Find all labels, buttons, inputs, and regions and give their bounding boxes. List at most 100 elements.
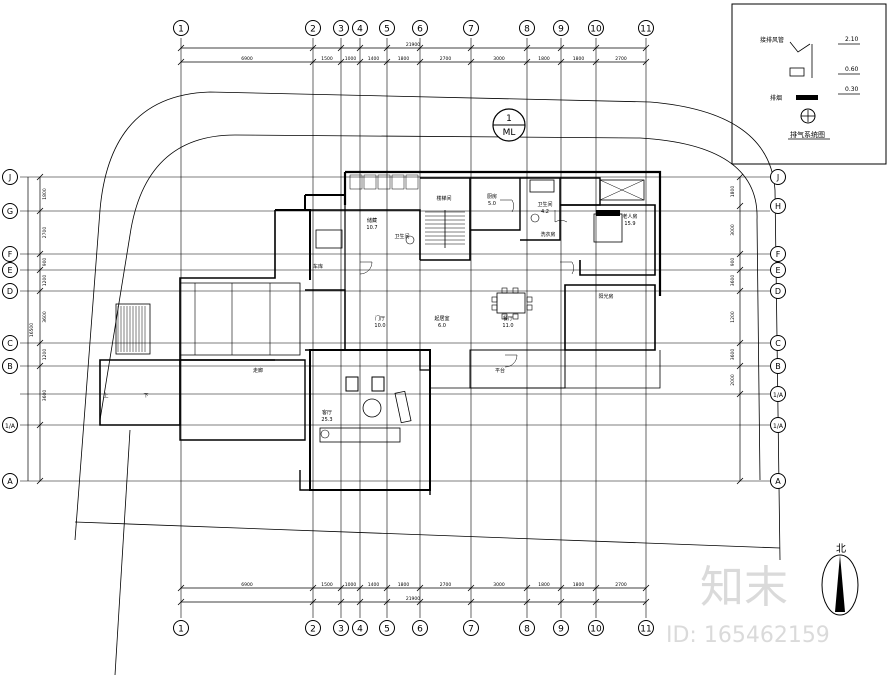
dim-text: 1500 (321, 582, 333, 588)
axis-label-col: 10 (590, 625, 602, 635)
axis-bubble-col (519, 620, 535, 636)
axis-bubble-col (333, 20, 349, 36)
wall (419, 350, 430, 371)
wall (304, 194, 345, 210)
axis-label-row-right: E (775, 266, 780, 275)
dim-tick (523, 44, 531, 52)
north-label: 北 (836, 543, 846, 555)
dim-tick (736, 202, 744, 210)
dim-text-left: 3600 (42, 390, 48, 402)
dim-text: 2700 (615, 56, 627, 62)
axis-label-col: 7 (468, 625, 474, 635)
room-name-up: 上 (103, 392, 108, 399)
door-swing (504, 354, 518, 368)
axis-label-col: 5 (384, 25, 390, 35)
axis-bubble-col (379, 20, 395, 36)
room-name-garage: 车库 (313, 263, 323, 270)
sofa-long (319, 427, 401, 443)
room-name-terrace: 平台 (495, 367, 505, 374)
dim-tick (642, 598, 650, 606)
dining-chair (512, 313, 519, 320)
dim-tick (356, 598, 364, 606)
room-name-entry-stair: 下 (143, 393, 148, 399)
callout-code: ML (503, 128, 516, 138)
room-name-corridor: 走廊 (253, 367, 263, 374)
axis-label-row: D (7, 287, 13, 296)
wall (180, 282, 301, 356)
dim-text-left: 900 (42, 258, 48, 267)
dim-tick (467, 584, 475, 592)
axis-label-col: 7 (468, 25, 474, 35)
wall-entry (99, 359, 181, 426)
legend-item-4: 排烟 (770, 94, 782, 102)
wall (305, 289, 346, 351)
walls (99, 170, 662, 495)
axis-label-col: 2 (310, 25, 316, 35)
wall-corridor (179, 359, 306, 441)
dining-chair (491, 296, 498, 303)
dining-chair (501, 287, 508, 294)
dim-tick (592, 58, 600, 66)
axis-label-row-right: D (775, 287, 781, 296)
axis-label-col: 2 (310, 625, 316, 635)
wall (299, 470, 431, 495)
site-outer-boundary (74, 91, 781, 561)
dim-text: 1400 (368, 582, 380, 588)
axis-bubble-col (553, 620, 569, 636)
dim-text-right: 1800 (730, 186, 736, 198)
window (363, 174, 377, 190)
room-name-stair-hall: 楼梯间 (436, 195, 451, 202)
wall (310, 209, 421, 260)
axis-bubble-col (173, 620, 189, 636)
axis-bubble-col (588, 20, 604, 36)
dim-text-left: 1200 (42, 275, 48, 287)
dim-tick (642, 584, 650, 592)
axis-label-col: 11 (640, 25, 651, 35)
dim-text-right: 1200 (730, 311, 736, 323)
axis-label-col: 1 (178, 625, 184, 635)
bed-headboard (596, 210, 620, 216)
axis-bubble-col (463, 20, 479, 36)
entry-stair (115, 303, 151, 355)
dim-tick (36, 250, 44, 258)
dim-text: 3000 (493, 582, 505, 588)
axis-bubble-col (333, 620, 349, 636)
dim-tick (309, 584, 317, 592)
north-arrow: 北 (821, 543, 859, 616)
dim-tick (36, 339, 44, 347)
dim-tick (36, 421, 44, 429)
axis-label-col: 5 (384, 625, 390, 635)
axis-label-col: 10 (590, 25, 602, 35)
legend-item-2: 0.60 (845, 66, 859, 73)
site-south-boundary (74, 521, 781, 549)
dim-tick (337, 584, 345, 592)
legend-item-3: 0.30 (845, 86, 859, 93)
dim-tick (337, 58, 345, 66)
dim-tick (736, 250, 744, 258)
dim-tick (383, 598, 391, 606)
axis-bubble-col (305, 620, 321, 636)
dim-tick (736, 362, 744, 370)
section-callout: 1 ML (492, 108, 526, 142)
dim-tick (467, 44, 475, 52)
dim-tick (557, 584, 565, 592)
dim-tick (383, 44, 391, 52)
dim-tick (592, 598, 600, 606)
hatch-swatch (796, 95, 818, 100)
room-area-kitchen: 5.0 (488, 201, 496, 207)
dim-text-right: 2000 (730, 374, 736, 386)
axis-bubble-col (352, 20, 368, 36)
dim-tick (309, 44, 317, 52)
axis-bubble-row (2, 246, 18, 262)
site-boundary (74, 91, 781, 675)
dining-chair (526, 304, 533, 311)
window-bedroom (599, 179, 645, 201)
axis-bubble-row (2, 335, 18, 351)
axis-label-col: 6 (417, 625, 423, 635)
dim-tick (642, 44, 650, 52)
dim-tick (309, 58, 317, 66)
dining-table (496, 292, 526, 314)
